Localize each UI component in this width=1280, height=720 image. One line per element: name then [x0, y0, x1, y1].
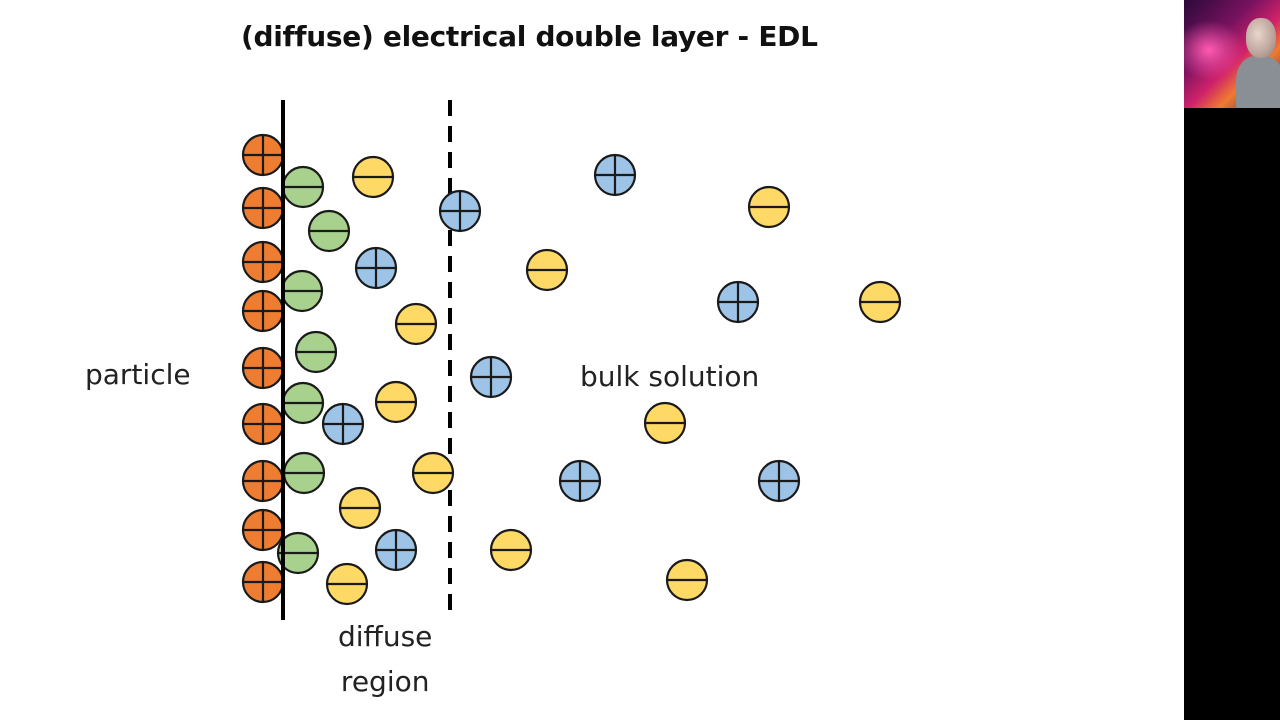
- presenter-head: [1246, 18, 1276, 58]
- counter-ion-6: [282, 451, 326, 495]
- anion-8: [411, 451, 455, 495]
- anion-3: [525, 248, 569, 292]
- counter-ion-1: [281, 165, 325, 209]
- cation-4: [716, 280, 760, 324]
- cation-9: [374, 528, 418, 572]
- particle-cation-9: [241, 560, 285, 604]
- counter-ion-2: [307, 209, 351, 253]
- particle-cation-5: [241, 346, 285, 390]
- cation-6: [321, 402, 365, 446]
- anion-10: [489, 528, 533, 572]
- slide-title: (diffuse) electrical double layer - EDL: [241, 20, 818, 53]
- counter-ion-4: [294, 330, 338, 374]
- counter-ion-3: [280, 269, 324, 313]
- anion-5: [394, 302, 438, 346]
- cation-3: [354, 246, 398, 290]
- anion-9: [338, 486, 382, 530]
- particle-cation-4: [241, 289, 285, 333]
- counter-ion-5: [281, 381, 325, 425]
- particle-cation-6: [241, 402, 285, 446]
- particle-cation-1: [241, 133, 285, 177]
- cation-7: [558, 459, 602, 503]
- presenter-body: [1236, 56, 1280, 108]
- anion-7: [643, 401, 687, 445]
- slide: (diffuse) electrical double layer - EDL …: [85, 20, 902, 704]
- anion-11: [325, 562, 369, 606]
- particle-cation-7: [241, 459, 285, 503]
- bulk-solution-label: bulk solution: [580, 360, 760, 393]
- particle-cation-3: [241, 240, 285, 284]
- nebula-background: [1184, 20, 1244, 80]
- cation-8: [757, 459, 801, 503]
- anion-6: [374, 380, 418, 424]
- diffuse-label-line2: region: [340, 665, 430, 698]
- cation-5: [469, 355, 513, 399]
- anion-4: [858, 280, 902, 324]
- particle-label: particle: [85, 358, 191, 391]
- diffuse-region-label: diffuse region: [338, 614, 432, 704]
- edl-diagram: [241, 100, 902, 620]
- anion-1: [351, 155, 395, 199]
- anion-2: [747, 185, 791, 229]
- cation-1: [438, 189, 482, 233]
- particle-cation-8: [241, 508, 285, 552]
- anion-12: [665, 558, 709, 602]
- particle-cation-2: [241, 186, 285, 230]
- presenter-webcam: [1184, 0, 1280, 108]
- diffuse-label-line1: diffuse: [338, 620, 433, 653]
- video-sidebar: [1184, 0, 1280, 720]
- cation-2: [593, 153, 637, 197]
